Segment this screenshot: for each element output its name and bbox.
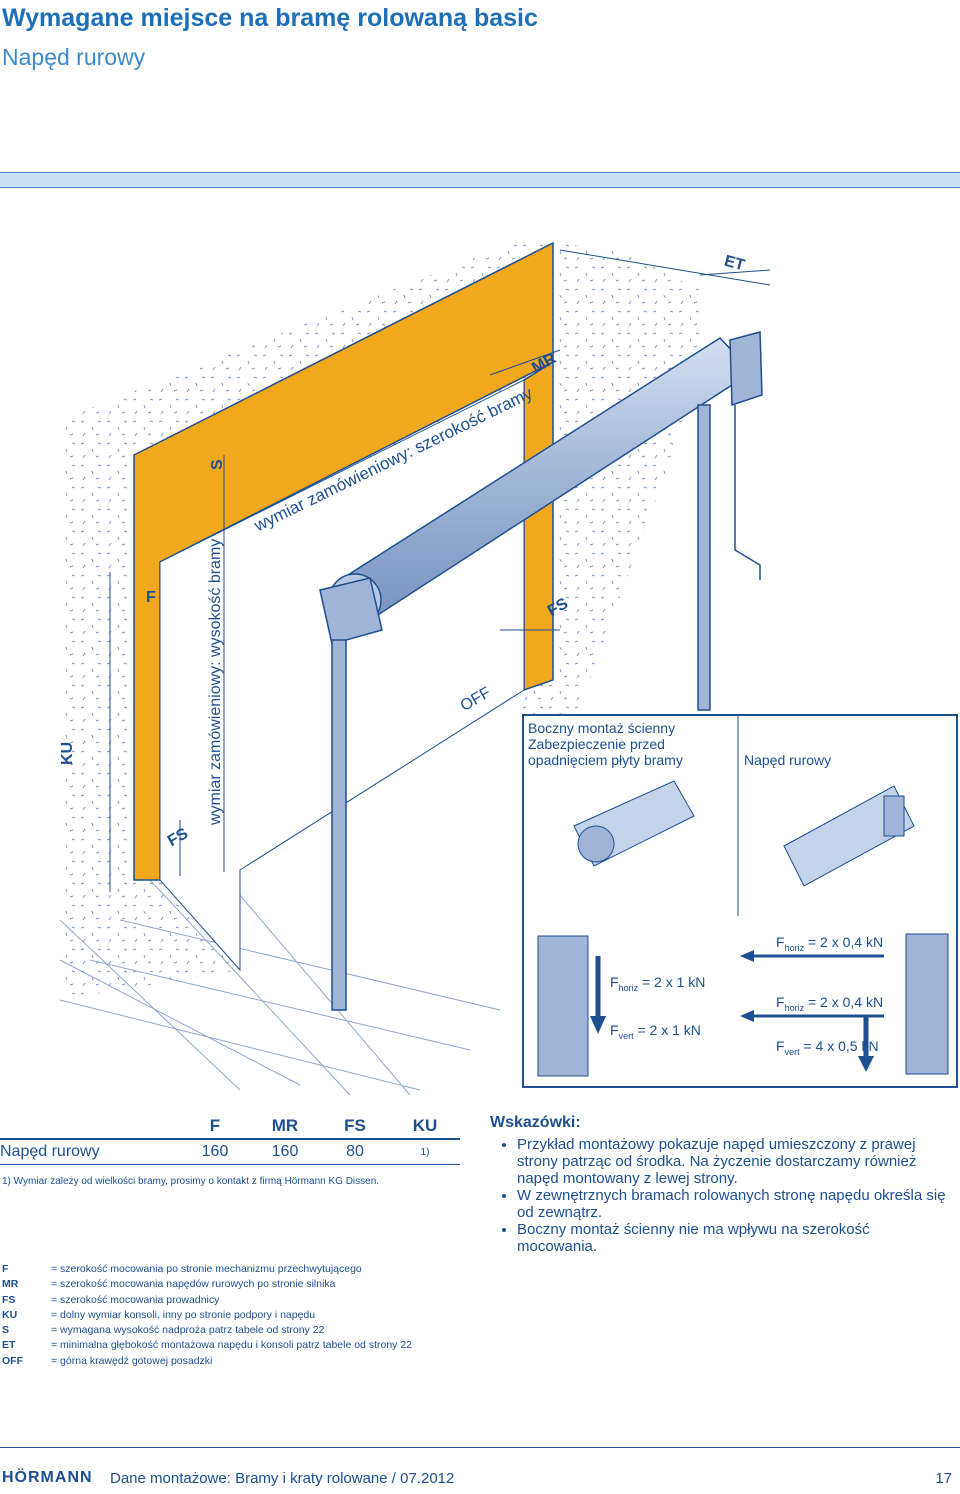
legend-row: OFF= górna krawędź gotowej posadzki — [2, 1354, 213, 1367]
inset-drawing — [537, 716, 949, 1077]
force-left-horiz: Fhoriz = 2 x 1 kN — [610, 974, 706, 993]
header-band — [0, 172, 960, 188]
label-s: S — [209, 459, 226, 470]
hints-section: Wskazówki: Przykład montażowy pokazuje n… — [490, 1114, 950, 1255]
footer-doc: Dane montażowe: Bramy i kraty rolowane /… — [110, 1470, 455, 1487]
page-subtitle: Napęd rurowy — [2, 44, 146, 70]
label-ku: KU — [59, 741, 76, 765]
left-guide — [319, 577, 383, 1011]
label-f: F — [146, 589, 156, 606]
inset-left-title: Boczny montaż ścienny Zabezpieczenie prz… — [528, 720, 683, 768]
hormann-logo: HÖRMANN — [2, 1469, 93, 1486]
hint-item: W zewnętrznych bramach rolowanych stronę… — [517, 1187, 950, 1221]
page-number: 17 — [935, 1470, 952, 1487]
hint-item: Boczny montaż ścienny nie ma wpływu na s… — [517, 1221, 950, 1255]
dimensions-table: F MR FS KU Napęd rurowy 160 160 80 1) — [0, 1114, 460, 1165]
legend-row: S= wymagana wysokość nadproża patrz tabe… — [2, 1324, 325, 1337]
detail-inset: Boczny montaż ścienny Zabezpieczenie prz… — [522, 714, 958, 1088]
legend-row: F= szerokość mocowania po stronie mechan… — [2, 1263, 362, 1275]
floor — [59, 859, 501, 1096]
legend: F= szerokość mocowania po stronie mechan… — [2, 1262, 412, 1369]
page-title: Wymagane miejsce na bramę rolowaną basic — [2, 4, 538, 32]
legend-row: MR= szerokość mocowania napędów rurowych… — [2, 1278, 336, 1291]
force-left-vert: Fvert = 2 x 1 kN — [610, 1022, 701, 1041]
legend-row: ET= minimalna głębokość montażowa napędu… — [2, 1339, 413, 1352]
right-guide — [697, 331, 763, 711]
table-row: Napęd rurowy 160 160 80 1) — [0, 1139, 460, 1165]
force-right-vert: Fvert = 4 x 0,5 kN — [776, 1038, 879, 1057]
force-right-horiz-1: Fhoriz = 2 x 0,4 kN — [776, 934, 884, 953]
force-right-horiz-2: Fhoriz = 2 x 0,4 kN — [776, 994, 884, 1013]
label-height: wymiar zamówieniowy: wysokość bramy — [207, 538, 224, 825]
footer-divider — [0, 1447, 960, 1448]
hint-item: Przykład montażowy pokazuje napęd umiesz… — [517, 1136, 950, 1187]
legend-row: KU= dolny wymiar konsoli, inny po stroni… — [2, 1308, 316, 1321]
legend-row: FS= szerokość mocowania prowadnicy — [2, 1293, 220, 1306]
table-footnote: 1) Wymiar zależy od wielkości bramy, pro… — [2, 1176, 380, 1187]
hints-title: Wskazówki: — [490, 1114, 581, 1131]
inset-right-title: Napęd rurowy — [744, 752, 832, 768]
dimension-lines — [109, 249, 771, 892]
installation-drawing — [59, 240, 771, 1096]
